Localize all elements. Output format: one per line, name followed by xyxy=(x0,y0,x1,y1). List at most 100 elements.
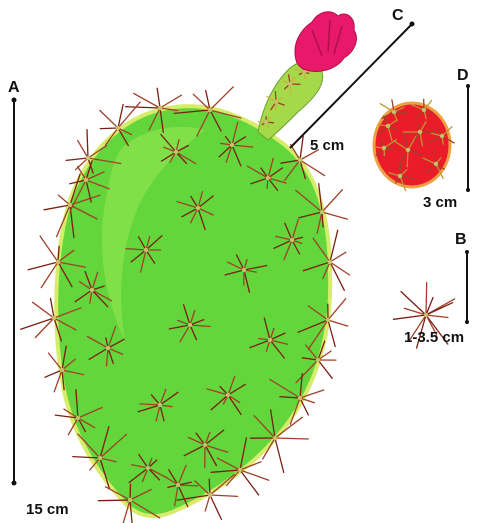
areole xyxy=(328,260,332,264)
areole xyxy=(316,358,320,362)
measurement-a-bottom-dot xyxy=(12,481,17,486)
areole xyxy=(264,120,268,124)
fruit xyxy=(374,99,454,190)
spine xyxy=(328,320,335,347)
spine xyxy=(318,360,332,378)
areole xyxy=(144,248,148,252)
areole xyxy=(60,368,64,372)
areole xyxy=(84,178,88,182)
spine xyxy=(98,500,130,501)
spine xyxy=(210,87,233,110)
areole xyxy=(288,82,292,86)
areole xyxy=(406,148,410,152)
spine xyxy=(322,190,342,212)
spine xyxy=(100,111,118,129)
areole xyxy=(68,203,72,207)
areole xyxy=(128,498,132,502)
areole xyxy=(56,260,60,264)
areole xyxy=(320,210,324,214)
areole xyxy=(158,403,162,407)
spine xyxy=(157,88,160,108)
areole xyxy=(203,443,207,447)
spine xyxy=(393,315,426,319)
areole xyxy=(298,396,302,400)
spine xyxy=(407,150,408,167)
measurement-a-letter: A xyxy=(8,79,20,96)
measurement-d-bottom-dot xyxy=(466,188,470,192)
measurement-d-value: 3 cm xyxy=(423,194,457,211)
areole xyxy=(392,110,396,114)
spine xyxy=(275,438,308,439)
areole xyxy=(208,493,212,497)
areole xyxy=(196,206,200,210)
areole xyxy=(230,143,234,147)
areole xyxy=(274,100,278,104)
cactus-pad xyxy=(21,87,350,523)
areole xyxy=(302,70,306,74)
measurement-b-bottom-dot xyxy=(465,320,469,324)
areole xyxy=(106,346,110,350)
measurement-c-value: 5 cm xyxy=(310,137,344,154)
areole xyxy=(268,338,272,342)
areole xyxy=(90,288,94,292)
areole xyxy=(422,108,426,112)
spine xyxy=(130,484,131,500)
spine xyxy=(209,479,210,495)
areole xyxy=(226,393,230,397)
spine xyxy=(66,158,88,160)
flower xyxy=(258,12,356,140)
areole xyxy=(158,106,162,110)
areole xyxy=(434,162,438,166)
spine xyxy=(210,495,221,519)
areole xyxy=(238,468,242,472)
fruit-body xyxy=(374,103,450,187)
areole xyxy=(76,416,80,420)
measurement-a-top-dot xyxy=(12,98,17,103)
measurement-d-top-dot xyxy=(466,84,470,88)
measurement-b: B 1-3.5 cm xyxy=(404,231,469,346)
measurement-a-value: 15 cm xyxy=(26,501,69,518)
spine xyxy=(210,495,238,496)
areole xyxy=(326,318,330,322)
areole xyxy=(98,456,102,460)
spine xyxy=(126,107,160,108)
measurement-c-letter: C xyxy=(392,7,404,24)
spine xyxy=(300,136,303,160)
spine xyxy=(328,320,348,326)
areole xyxy=(176,483,180,487)
spine xyxy=(100,128,118,129)
areole xyxy=(242,268,246,272)
measurement-c-dot xyxy=(410,22,415,27)
areole xyxy=(382,146,386,150)
spine xyxy=(78,141,88,158)
areole xyxy=(86,156,90,160)
spine xyxy=(178,485,198,486)
spine xyxy=(33,302,54,318)
flower-petals xyxy=(295,12,356,72)
areole xyxy=(266,176,270,180)
flower-bud-stem xyxy=(258,62,323,140)
areole xyxy=(424,313,428,317)
spine xyxy=(40,236,58,262)
areole xyxy=(290,238,294,242)
areole xyxy=(146,466,150,470)
areole xyxy=(440,134,444,138)
spine xyxy=(426,283,427,316)
areole xyxy=(208,108,212,112)
measurement-b-letter: B xyxy=(455,231,467,248)
areole xyxy=(188,323,192,327)
areole xyxy=(52,316,56,320)
spine xyxy=(87,130,88,158)
areole xyxy=(398,174,402,178)
areole xyxy=(418,130,422,134)
areole xyxy=(386,124,390,128)
areole xyxy=(298,158,302,162)
measurement-d-letter: D xyxy=(457,67,469,84)
measurement-b-top-dot xyxy=(465,250,469,254)
areole xyxy=(174,150,178,154)
areole xyxy=(116,126,120,130)
spine xyxy=(426,315,448,318)
spine xyxy=(275,438,284,472)
measurement-b-value: 1-3.5 cm xyxy=(404,329,464,346)
